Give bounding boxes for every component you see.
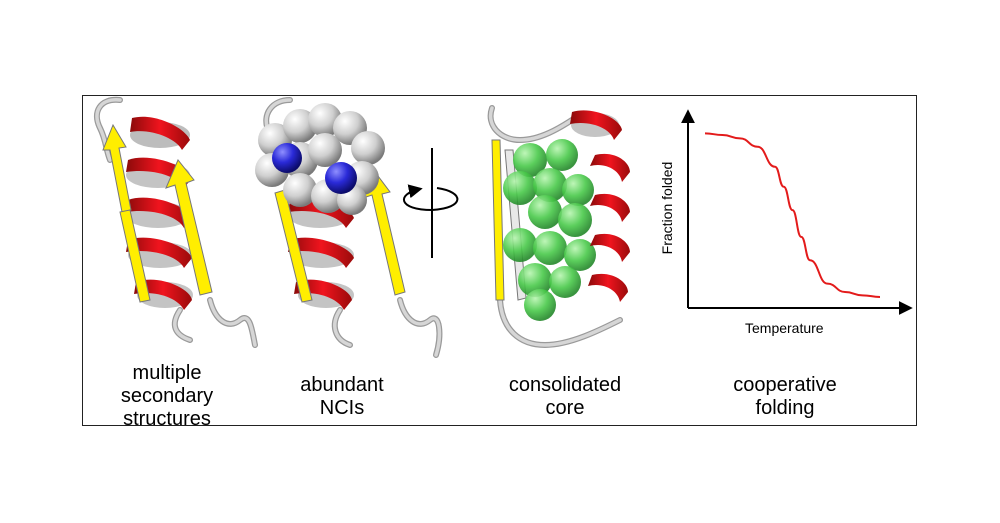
x-axis-label: Temperature xyxy=(745,320,824,336)
caption-line: consolidated xyxy=(508,374,622,396)
figure-frame xyxy=(82,95,917,426)
y-axis-label: Fraction folded xyxy=(659,161,675,255)
beta-strand xyxy=(362,171,406,296)
nitrogen-atom xyxy=(272,143,302,173)
rotation-icon xyxy=(402,148,459,258)
alpha-helix xyxy=(570,110,630,302)
caption-line: structures xyxy=(123,408,211,430)
coil-loop xyxy=(208,298,257,347)
coil-loop xyxy=(397,297,443,358)
series-line-fraction-folded xyxy=(704,132,881,298)
caption-line: folding xyxy=(755,397,815,419)
caption-line: cooperative xyxy=(733,374,837,396)
caption-line: multiple xyxy=(132,362,202,384)
nitrogen-atom xyxy=(325,162,357,194)
caption-ncis: abundant NCIs xyxy=(257,374,427,420)
space-filling-side-chains xyxy=(255,103,385,215)
protein-cartoon-secondary-structures xyxy=(93,96,258,348)
protein-cartoon-ncis xyxy=(255,97,443,358)
caption-line: core xyxy=(545,397,585,419)
beta-strand xyxy=(102,123,151,303)
coil-loop xyxy=(173,308,192,342)
caption-cooperative-folding: cooperative folding xyxy=(700,374,870,420)
core-spheres xyxy=(503,139,596,321)
beta-strand xyxy=(274,189,313,303)
caption-line: NCIs xyxy=(319,397,365,419)
coil-loop xyxy=(95,98,122,162)
folding-chart xyxy=(681,109,913,315)
coil-loop xyxy=(398,298,442,357)
caption-secondary-structures: multiple secondary structures xyxy=(82,362,252,431)
coil-loop xyxy=(498,298,622,347)
caption-line: abundant xyxy=(300,374,384,396)
coil-loop xyxy=(488,106,577,142)
caption-core: consolidated core xyxy=(480,374,650,420)
coil-loop xyxy=(333,308,352,347)
alpha-helix xyxy=(126,116,193,310)
caption-line: secondary xyxy=(120,385,214,407)
protein-cartoon-core xyxy=(487,105,630,349)
beta-strand xyxy=(165,159,213,296)
